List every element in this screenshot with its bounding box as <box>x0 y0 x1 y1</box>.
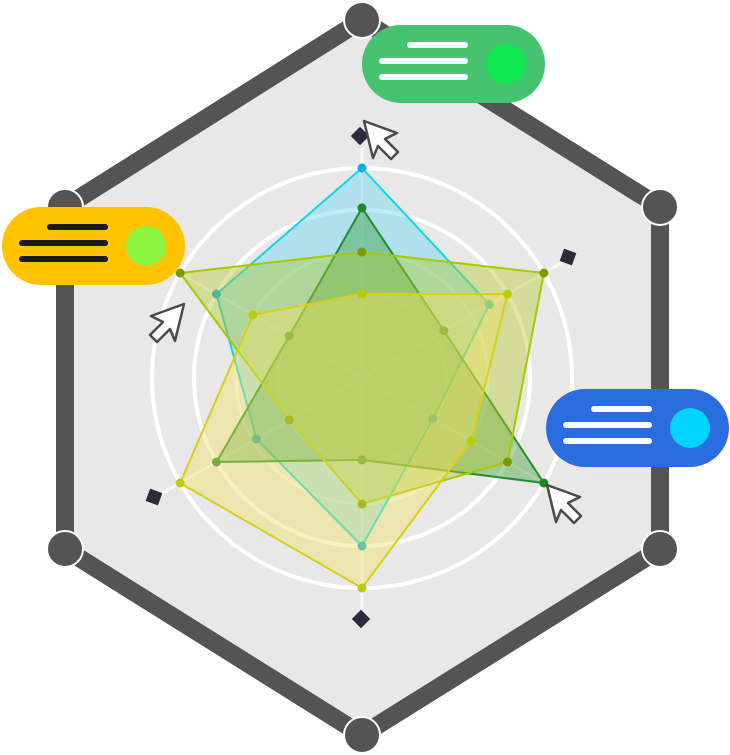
data-point[interactable] <box>357 203 367 213</box>
data-point[interactable] <box>212 457 222 467</box>
data-point[interactable] <box>502 457 512 467</box>
legend-pill-green[interactable] <box>362 25 545 103</box>
diamond-marker-icon <box>350 126 370 146</box>
radar-spoke <box>161 376 363 495</box>
data-point[interactable] <box>357 247 367 257</box>
radar-spoke <box>361 376 563 495</box>
data-point[interactable] <box>439 326 449 336</box>
status-dot <box>486 44 526 84</box>
legend-pills <box>2 25 729 467</box>
frame-knob[interactable] <box>343 716 381 754</box>
data-point[interactable] <box>428 414 438 424</box>
frame-knob[interactable] <box>46 530 84 568</box>
data-point[interactable] <box>502 289 512 299</box>
radar-spokes <box>161 147 563 609</box>
radar-spoke <box>361 261 563 380</box>
data-point[interactable] <box>175 268 185 278</box>
data-point[interactable] <box>252 434 262 444</box>
data-point[interactable] <box>357 499 367 509</box>
status-dot <box>126 226 166 266</box>
series-green <box>212 203 549 488</box>
frame-knob[interactable] <box>641 188 679 226</box>
series-olive <box>175 247 549 509</box>
data-point[interactable] <box>357 583 367 593</box>
frame-knobs <box>46 1 679 754</box>
frame-knob[interactable] <box>343 1 381 39</box>
data-point[interactable] <box>357 163 367 173</box>
data-point[interactable] <box>357 541 367 551</box>
data-point[interactable] <box>357 289 367 299</box>
data-point[interactable] <box>212 289 222 299</box>
frame-knob[interactable] <box>641 530 679 568</box>
data-point[interactable] <box>484 300 494 309</box>
data-point[interactable] <box>248 310 258 320</box>
axis-markers <box>145 126 577 629</box>
cursors <box>148 119 583 525</box>
radar-series <box>175 163 549 593</box>
series-yellow <box>175 289 512 593</box>
legend-pill-blue[interactable] <box>546 389 729 467</box>
diamond-marker-icon <box>351 609 371 629</box>
data-point[interactable] <box>357 455 367 465</box>
cursor-arrow-icon <box>148 302 186 344</box>
status-dot <box>670 408 710 448</box>
diamond-marker-icon <box>559 248 577 266</box>
legend-pill-yellow[interactable] <box>2 207 185 285</box>
data-point[interactable] <box>284 415 294 425</box>
series-cyan <box>212 163 494 551</box>
cursor-arrow-icon <box>362 119 400 161</box>
data-point[interactable] <box>539 268 549 278</box>
radar-spoke <box>161 261 363 380</box>
data-point[interactable] <box>284 331 294 341</box>
data-point[interactable] <box>466 436 476 446</box>
data-point[interactable] <box>175 478 185 488</box>
diamond-marker-icon <box>145 488 163 506</box>
cursor-arrow-icon <box>545 483 583 525</box>
